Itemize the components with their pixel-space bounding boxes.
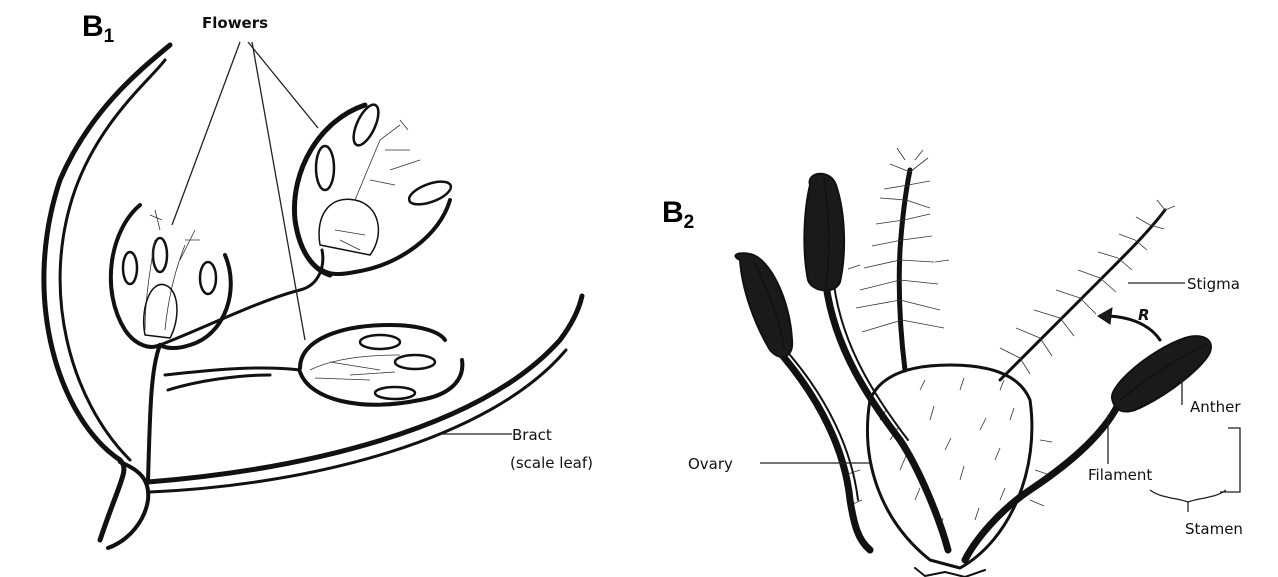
b1-flower-upper [294,101,453,275]
rotation-arrow: R [1098,306,1160,340]
label-rotation-r: R [1138,306,1150,324]
anther-bracket [1220,428,1240,492]
label-stamen: Stamen [1185,520,1243,538]
panel-b2: B2 [662,148,1243,577]
label-filament: Filament [1088,466,1152,484]
b2-stigma-left [848,148,949,370]
label-bract-note: (scale leaf) [510,454,593,472]
b1-flower-left [111,205,231,348]
label-ovary: Ovary [688,455,733,473]
svg-text:B1: B1 [82,10,115,47]
label-bract: Bract [512,426,552,444]
b2-stigma-right [1000,200,1175,380]
panel-b1-label: B [82,10,104,43]
b2-stamen-left [735,253,870,550]
b2-stamen-middle [804,174,948,550]
b1-flower-lower [300,325,462,405]
panel-b1: B1 [44,10,593,548]
label-stigma: Stigma [1187,275,1240,293]
panel-b2-label: B [662,196,684,229]
b1-stem-drawing [44,45,582,548]
panel-b1-subscript: 1 [104,26,115,47]
panel-b2-subscript: 2 [684,212,695,233]
stamen-brace [1150,490,1226,502]
svg-text:B2: B2 [662,196,694,233]
label-anther: Anther [1190,398,1241,416]
label-flowers: Flowers [202,14,268,32]
